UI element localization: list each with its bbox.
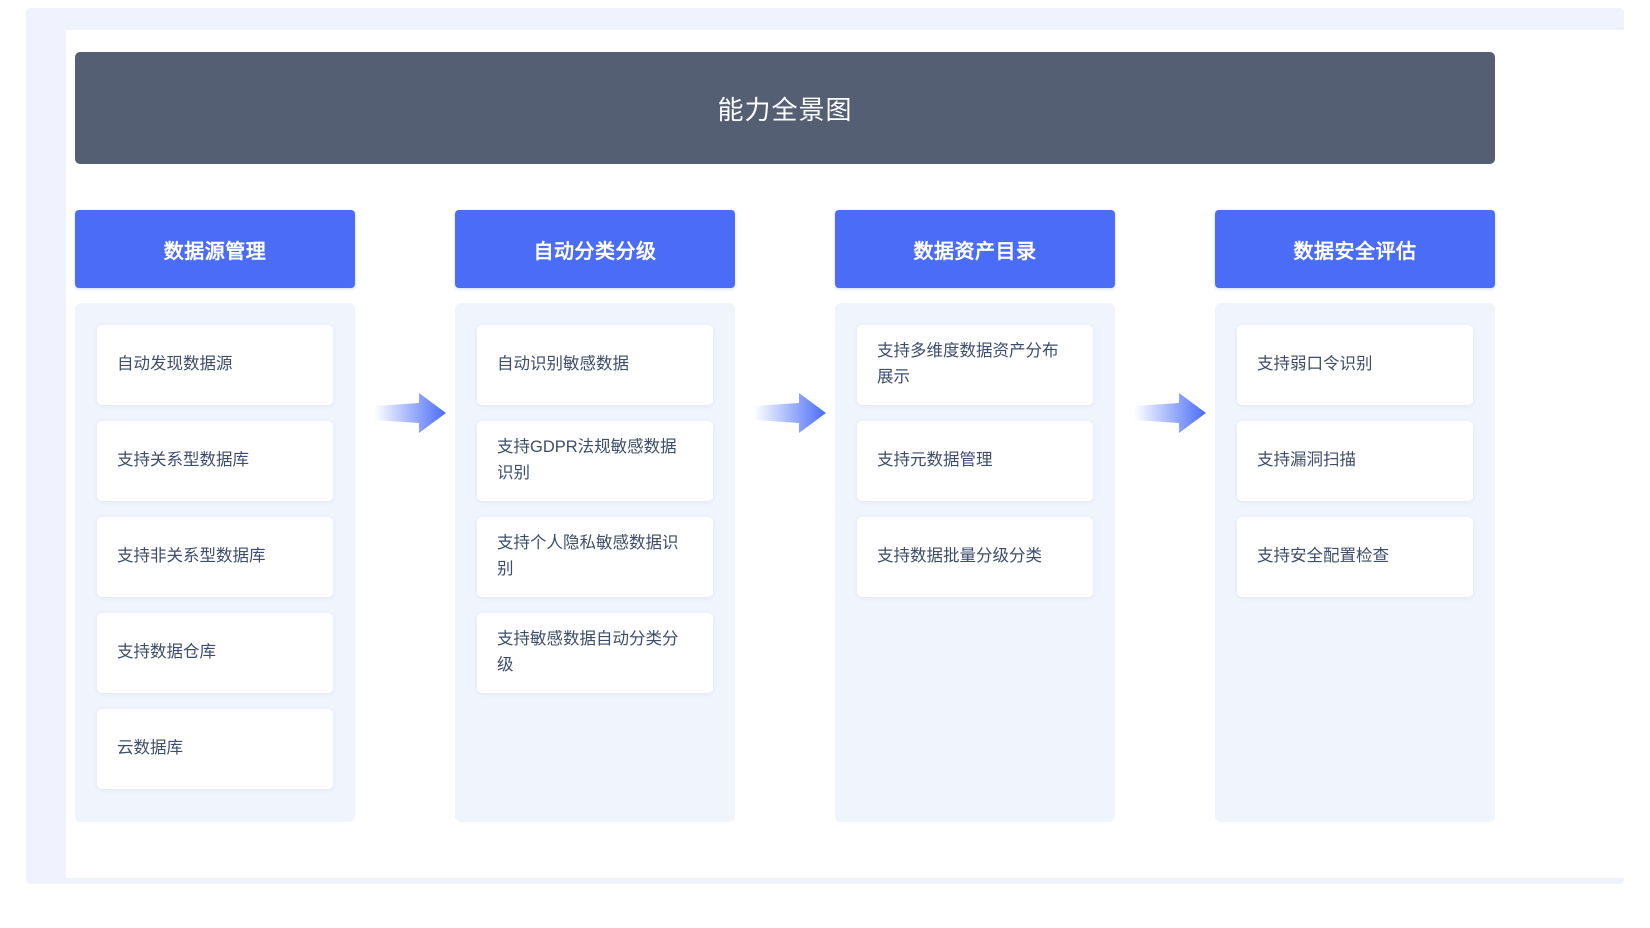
- column-data-source-management: 数据源管理 自动发现数据源 支持关系型数据库 支持非关系型数据库 支持数据仓库 …: [75, 210, 355, 822]
- column-body-2: 自动识别敏感数据 支持GDPR法规敏感数据识别 支持个人隐私敏感数据识别 支持敏…: [455, 303, 735, 822]
- column-body-4: 支持弱口令识别 支持漏洞扫描 支持安全配置检查: [1215, 303, 1495, 822]
- arrow-right-icon: [754, 393, 826, 433]
- column-body-1: 自动发现数据源 支持关系型数据库 支持非关系型数据库 支持数据仓库 云数据库: [75, 303, 355, 822]
- feature-card[interactable]: 支持安全配置检查: [1237, 517, 1473, 597]
- arrow-right-icon: [374, 393, 446, 433]
- column-data-asset-catalog: 数据资产目录 支持多维度数据资产分布展示 支持元数据管理 支持数据批量分级分类: [835, 210, 1115, 822]
- feature-card[interactable]: 支持多维度数据资产分布展示: [857, 325, 1093, 405]
- feature-card[interactable]: 支持漏洞扫描: [1237, 421, 1473, 501]
- column-data-security-assessment: 数据安全评估 支持弱口令识别 支持漏洞扫描 支持安全配置检查: [1215, 210, 1495, 822]
- feature-card[interactable]: 支持数据批量分级分类: [857, 517, 1093, 597]
- feature-card[interactable]: 支持GDPR法规敏感数据识别: [477, 421, 713, 501]
- column-header-4[interactable]: 数据安全评估: [1215, 210, 1495, 288]
- column-header-2[interactable]: 自动分类分级: [455, 210, 735, 288]
- feature-card[interactable]: 支持非关系型数据库: [97, 517, 333, 597]
- arrow-right-icon: [1134, 393, 1206, 433]
- feature-card[interactable]: 自动识别敏感数据: [477, 325, 713, 405]
- column-header-3[interactable]: 数据资产目录: [835, 210, 1115, 288]
- column-auto-classification: 自动分类分级 自动识别敏感数据 支持GDPR法规敏感数据识别 支持个人隐私敏感数…: [455, 210, 735, 822]
- feature-card[interactable]: 支持元数据管理: [857, 421, 1093, 501]
- feature-card[interactable]: 支持数据仓库: [97, 613, 333, 693]
- column-header-1[interactable]: 数据源管理: [75, 210, 355, 288]
- feature-card[interactable]: 云数据库: [97, 709, 333, 789]
- feature-card[interactable]: 支持个人隐私敏感数据识别: [477, 517, 713, 597]
- capability-columns: 数据源管理 自动发现数据源 支持关系型数据库 支持非关系型数据库 支持数据仓库 …: [75, 210, 1495, 822]
- page-title: 能力全景图: [717, 94, 853, 125]
- feature-card[interactable]: 支持弱口令识别: [1237, 325, 1473, 405]
- diagram-title-bar: 能力全景图: [75, 52, 1495, 164]
- feature-card[interactable]: 支持关系型数据库: [97, 421, 333, 501]
- column-body-3: 支持多维度数据资产分布展示 支持元数据管理 支持数据批量分级分类: [835, 303, 1115, 822]
- feature-card[interactable]: 支持敏感数据自动分类分级: [477, 613, 713, 693]
- feature-card[interactable]: 自动发现数据源: [97, 325, 333, 405]
